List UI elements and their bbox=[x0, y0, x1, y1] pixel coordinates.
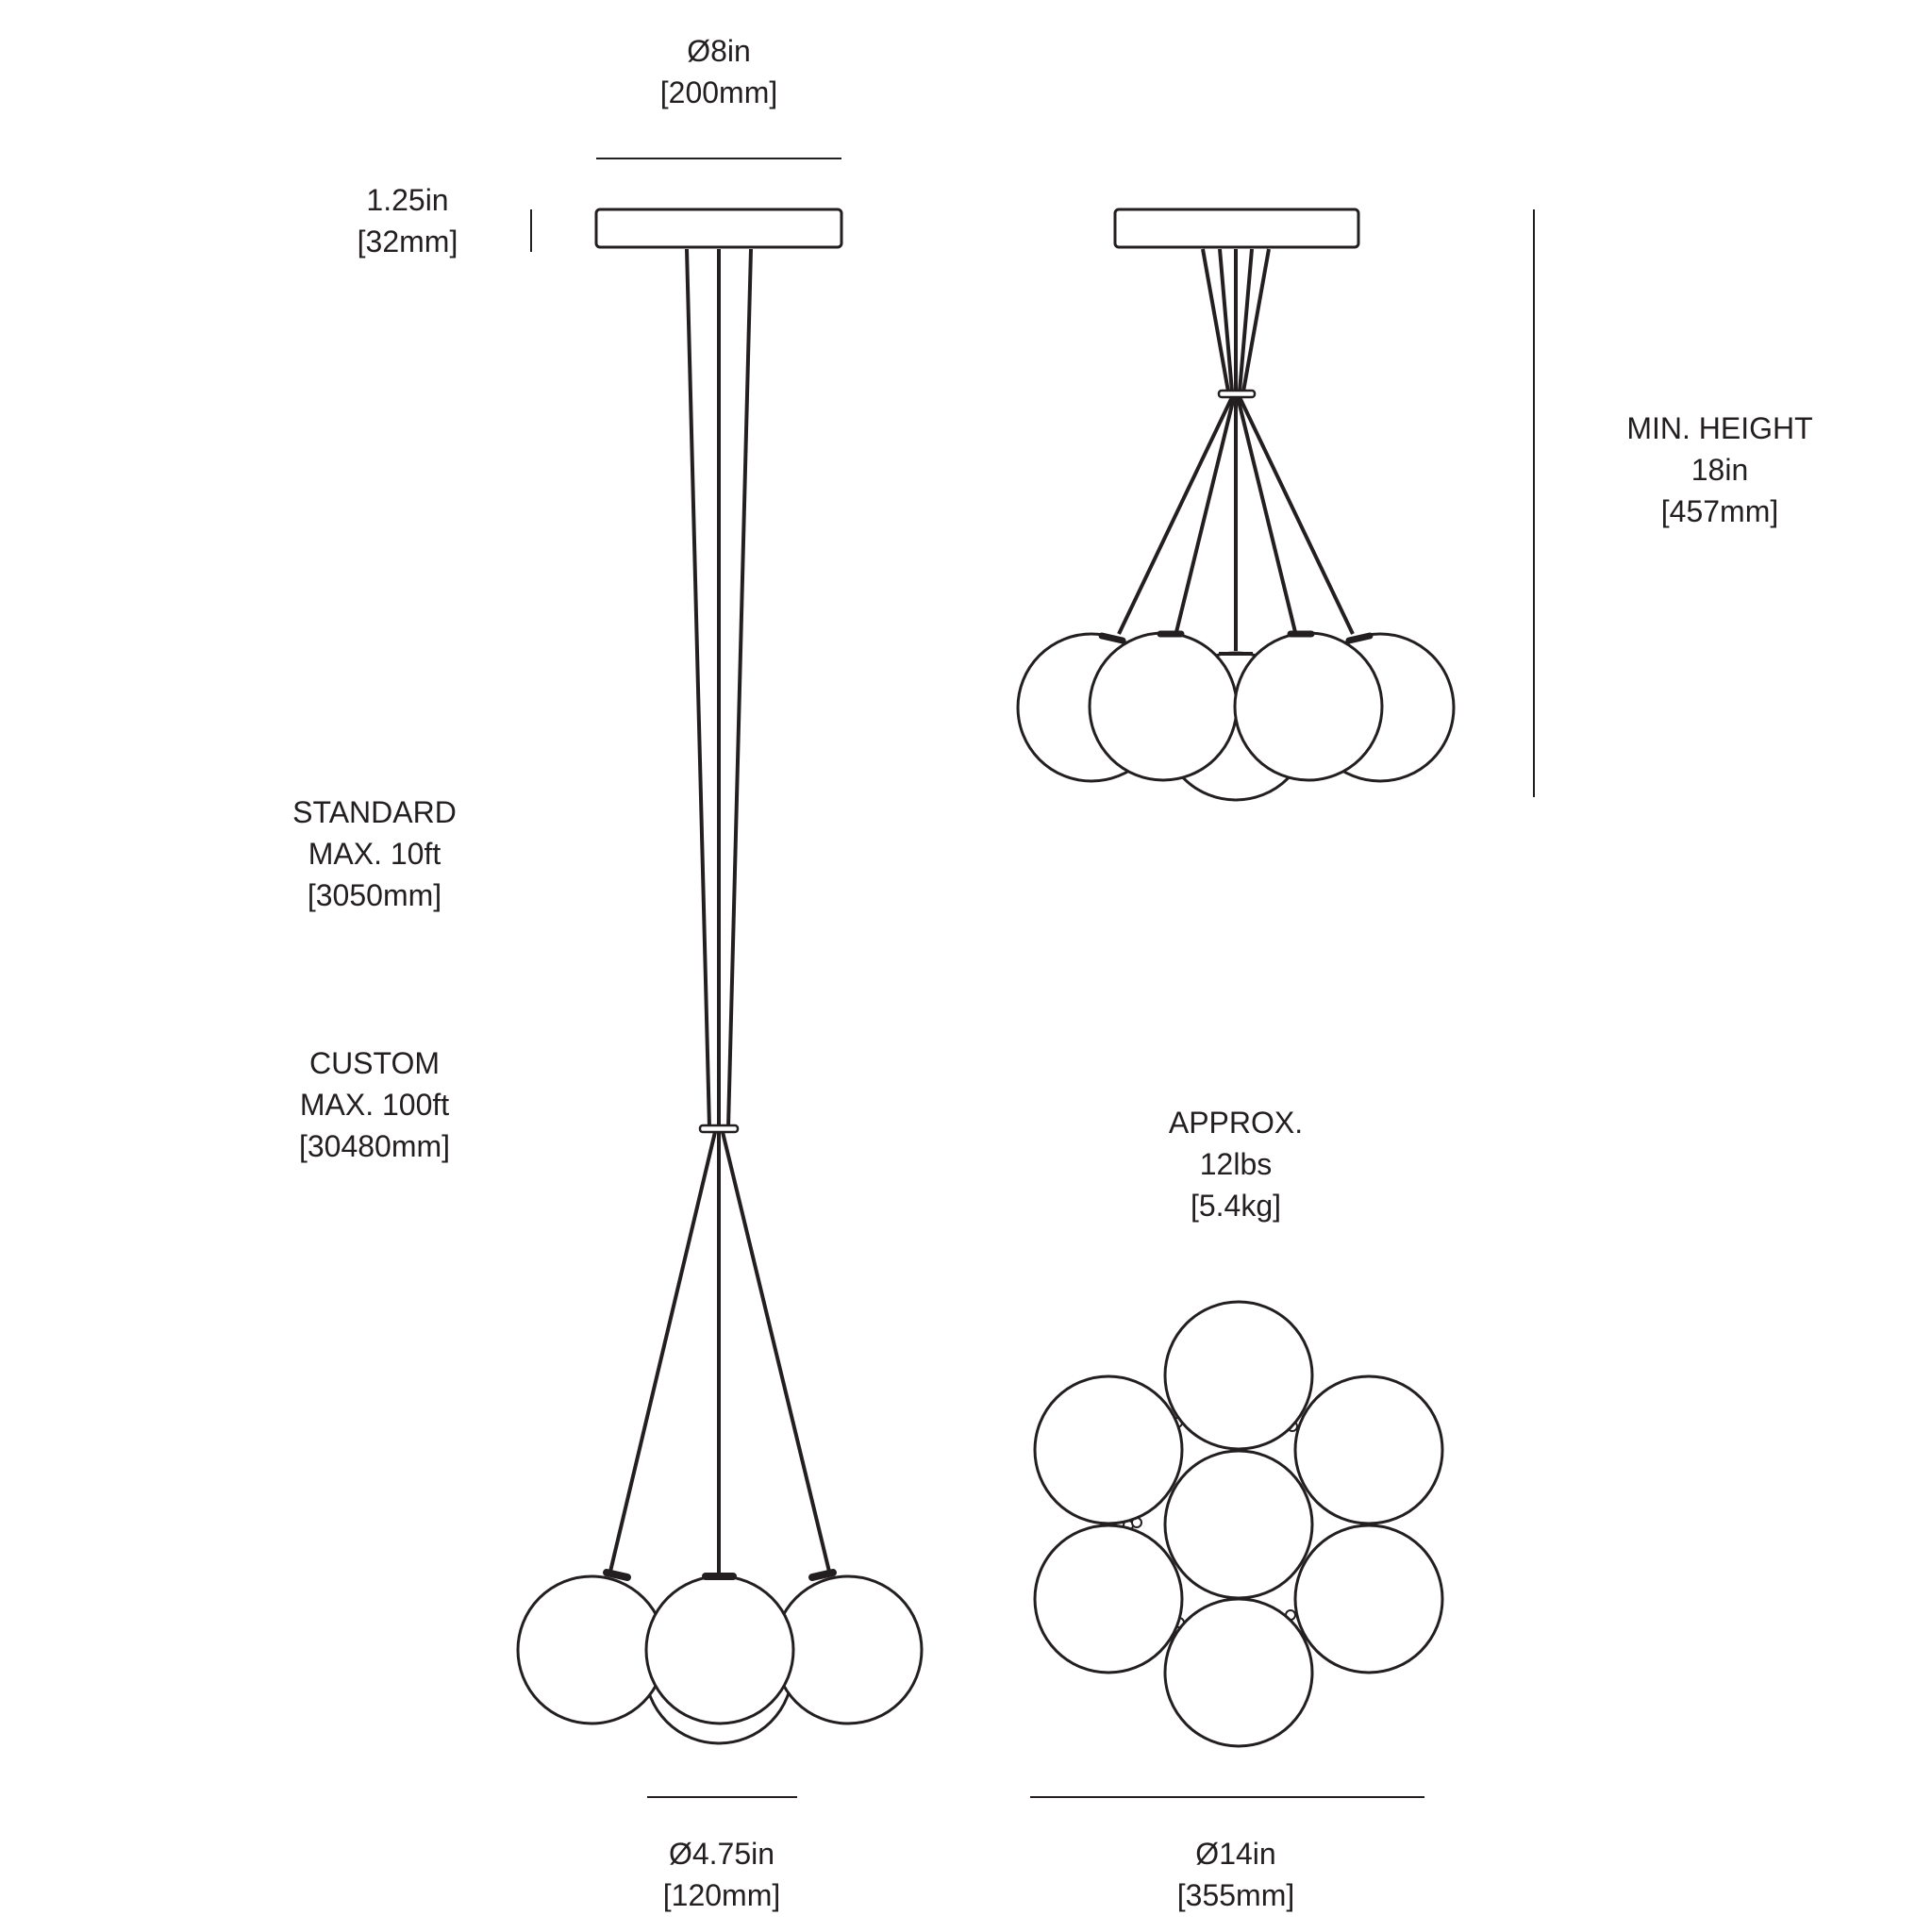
weight-title: APPROX. bbox=[1168, 1106, 1304, 1140]
canopy-height-metric: [32mm] bbox=[357, 225, 458, 258]
cord-gather-ring-right bbox=[1217, 389, 1257, 399]
canopy-left bbox=[594, 208, 843, 249]
standard-max-title: STANDARD bbox=[292, 795, 457, 829]
weight-label: APPROX. 12lbs [5.4kg] bbox=[1094, 1102, 1377, 1226]
custom-max-metric: [30480mm] bbox=[298, 1129, 451, 1163]
min-height-imperial: 18in bbox=[1690, 453, 1749, 487]
weight-imperial: 12lbs bbox=[1199, 1147, 1273, 1181]
canopy-right bbox=[1113, 208, 1360, 249]
globe-front bbox=[644, 1574, 795, 1725]
globe-diameter-label: Ø4.75in [120mm] bbox=[580, 1833, 863, 1916]
cluster-diameter-metric: [355mm] bbox=[1176, 1878, 1295, 1912]
min-height-title: MIN. HEIGHT bbox=[1626, 411, 1813, 445]
canopy-diameter-metric: [200mm] bbox=[659, 75, 778, 109]
weight-metric: [5.4kg] bbox=[1190, 1189, 1282, 1223]
canopy-diameter-label: Ø8in [200mm] bbox=[577, 30, 860, 113]
canopy-height-imperial: 1.25in bbox=[366, 183, 449, 217]
globe-left bbox=[516, 1574, 667, 1725]
cluster-diameter-label: Ø14in [355mm] bbox=[1094, 1833, 1377, 1916]
standard-max-label: STANDARD MAX. 10ft [3050mm] bbox=[233, 791, 516, 916]
min-height-label: MIN. HEIGHT 18in [457mm] bbox=[1578, 408, 1861, 532]
min-height-metric: [457mm] bbox=[1660, 494, 1779, 528]
cluster-diameter-imperial: Ø14in bbox=[1195, 1837, 1276, 1871]
custom-max-title: CUSTOM bbox=[308, 1046, 441, 1080]
side-view-min-height bbox=[1016, 208, 1456, 802]
standard-max-imperial: MAX. 10ft bbox=[308, 837, 441, 871]
canopy-diameter-imperial: Ø8in bbox=[687, 34, 751, 68]
canopy-height-label: 1.25in [32mm] bbox=[266, 179, 549, 262]
cord-gather-ring-left bbox=[698, 1124, 740, 1134]
globe-diameter-imperial: Ø4.75in bbox=[668, 1837, 775, 1871]
standard-max-metric: [3050mm] bbox=[307, 878, 442, 912]
side-view-extended bbox=[516, 208, 924, 1745]
plan-view-cluster bbox=[1033, 1300, 1444, 1748]
custom-max-imperial: MAX. 100ft bbox=[299, 1088, 450, 1122]
globe-right bbox=[773, 1574, 924, 1725]
globe-diameter-metric: [120mm] bbox=[662, 1878, 781, 1912]
custom-max-label: CUSTOM MAX. 100ft [30480mm] bbox=[233, 1042, 516, 1167]
